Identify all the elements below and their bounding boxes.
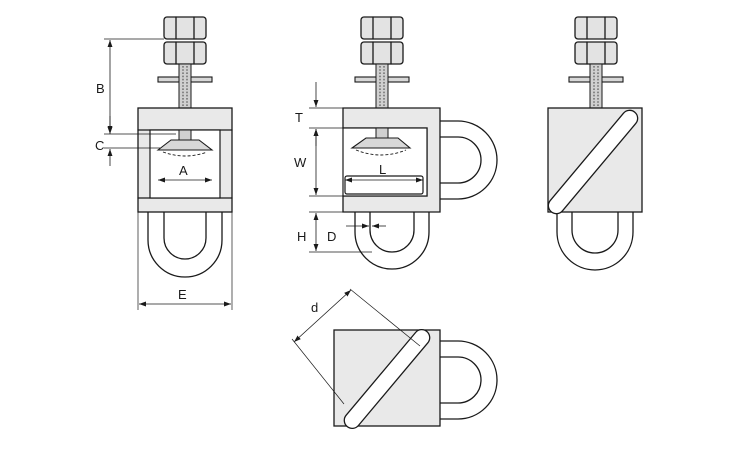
lower-nut bbox=[360, 41, 404, 65]
upper-nut bbox=[360, 16, 404, 40]
label-b: B bbox=[96, 81, 105, 96]
bottom-loop-inner bbox=[571, 211, 619, 254]
dimension-labels: B C A E T W L H D d bbox=[95, 81, 386, 315]
label-t: T bbox=[295, 110, 303, 125]
diagonal-slot bbox=[343, 328, 431, 430]
lower-nut bbox=[163, 41, 207, 65]
u-bolt-outer bbox=[147, 211, 223, 278]
label-a: A bbox=[179, 163, 188, 178]
swivel-pad bbox=[156, 139, 214, 151]
threaded-shaft bbox=[589, 63, 603, 109]
jaw-channel bbox=[344, 175, 424, 195]
label-c: C bbox=[95, 138, 104, 153]
upper-nut bbox=[574, 16, 618, 40]
label-d-lower: d bbox=[311, 300, 318, 315]
side-loop-inner bbox=[439, 356, 482, 404]
side-loop-outer bbox=[439, 340, 498, 420]
label-w: W bbox=[294, 155, 307, 170]
lower-nut bbox=[574, 41, 618, 65]
dimension-lines bbox=[104, 38, 423, 405]
bottom-loop-outer bbox=[556, 211, 634, 271]
bottom-loop-outer bbox=[354, 211, 430, 270]
label-h: H bbox=[297, 229, 306, 244]
bottom-loop-inner bbox=[369, 211, 415, 253]
label-e: E bbox=[178, 287, 187, 302]
rotated-view bbox=[333, 328, 498, 430]
side-loop-inner bbox=[439, 136, 482, 184]
side-loop-outer bbox=[439, 120, 498, 200]
upper-nut bbox=[163, 16, 207, 40]
label-l: L bbox=[379, 162, 386, 177]
u-bolt-inner bbox=[163, 211, 207, 260]
front-view bbox=[137, 16, 233, 278]
label-d-upper: D bbox=[327, 229, 336, 244]
rear-view bbox=[547, 16, 643, 271]
swivel-pad bbox=[350, 137, 412, 149]
side-view bbox=[342, 16, 498, 270]
diagonal-slot bbox=[547, 109, 639, 215]
